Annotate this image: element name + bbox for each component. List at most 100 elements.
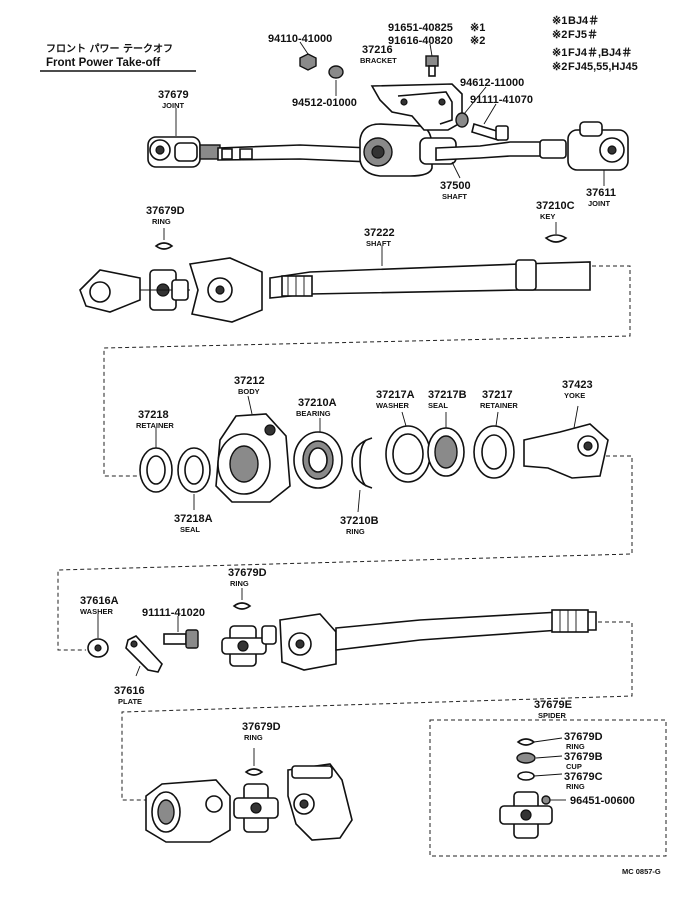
applicability-mark-1: ※1: [552, 15, 567, 27]
label-37679D-d-name: RING: [566, 742, 585, 751]
label-37616A: 37616A: [80, 595, 119, 607]
connection-line-2: [57, 455, 633, 651]
mark-91616-40820: ※2: [470, 35, 485, 47]
spider-assembly-drawing: [499, 791, 553, 839]
yoke-left-drawing: [79, 269, 190, 313]
seal-37218A-drawing: [177, 447, 211, 493]
label-37216-name: BRACKET: [360, 56, 397, 65]
center-body-drawing: [359, 123, 457, 177]
mark-91651-40825: ※1: [470, 22, 485, 34]
key-37210C-drawing: [544, 234, 568, 243]
splined-yoke-drawing: [145, 779, 231, 843]
washer-37616A-drawing: [87, 638, 109, 658]
footer-code: MC 0857-G: [622, 867, 661, 876]
washer-94612-drawing: [455, 112, 469, 128]
label-37611: 37611: [586, 187, 616, 199]
label-37218A-name: SEAL: [180, 525, 200, 534]
applicability-text-4: FJ45,55,HJ45: [568, 61, 638, 73]
ring-37210B-drawing: [351, 437, 373, 489]
label-37616: 37616: [114, 685, 145, 697]
label-37218-name: RETAINER: [136, 421, 174, 430]
label-37218A: 37218A: [174, 513, 213, 525]
second-shaft-section: 37616A WASHER 91111-41020 37616 PLATE 37…: [80, 567, 597, 706]
shaft-37222-section: 37679D RING 37222 SHAFT 37210C KEY: [79, 200, 591, 323]
body-bearing-section: 37218 RETAINER 37218A SEAL 37212 BODY 37…: [136, 375, 609, 536]
title-japanese: フロント パワー テークオフ: [46, 43, 173, 55]
label-37212: 37212: [234, 375, 265, 387]
label-37679B: 37679B: [564, 751, 603, 763]
yoke-37423-drawing: [523, 423, 609, 479]
ring-37679D-drawing-a: [154, 242, 174, 250]
label-37217A-name: WASHER: [376, 401, 410, 410]
cup-37679B-drawing: [516, 752, 536, 764]
shaft-assembly-drawing: [217, 144, 373, 163]
assembly-overview: 94110-41000 37216 BRACKET 91651-40825 ※1…: [147, 22, 629, 208]
ring-37679D-drawing-c: [244, 768, 264, 776]
label-37210B: 37210B: [340, 515, 379, 527]
universal-joint-section: 37679D RING: [145, 721, 353, 843]
label-37679D-b: 37679D: [228, 567, 267, 579]
applicability-text-3: FJ4＃,BJ4＃: [568, 46, 632, 59]
label-37679E-name: SPIDER: [538, 711, 567, 720]
label-37679D-d: 37679D: [564, 731, 603, 743]
label-37611-name: JOINT: [588, 199, 611, 208]
bolt-91111-41020-drawing: [163, 629, 199, 649]
applicability-mark-4: ※2: [552, 61, 567, 73]
applicability-text-2: FJ5＃: [568, 28, 598, 41]
label-96451-00600: 96451-00600: [570, 795, 635, 807]
bracket-37216-drawing: [370, 83, 463, 131]
label-91616-40820: 91616-40820: [388, 35, 453, 47]
label-37217A: 37217A: [376, 389, 415, 401]
joint-37611-drawing: [567, 121, 629, 171]
label-91111-41070: 91111-41070: [470, 94, 533, 106]
label-37616A-name: WASHER: [80, 607, 114, 616]
bearing-37210A-drawing: [293, 431, 343, 489]
retainer-37217-drawing: [473, 425, 515, 479]
label-37210B-name: RING: [346, 527, 365, 536]
label-37217: 37217: [482, 389, 513, 401]
diagram-title: フロント パワー テークオフ Front Power Take-off: [40, 43, 196, 72]
label-37217B-name: SEAL: [428, 401, 448, 410]
bolt-91111-41070-drawing: [471, 122, 509, 142]
plate-37616-drawing: [125, 635, 163, 673]
label-37222: 37222: [364, 227, 395, 239]
title-english: Front Power Take-off: [46, 57, 160, 69]
label-37679E: 37679E: [534, 699, 572, 711]
ring-37679D-drawing-b: [232, 602, 252, 610]
label-37210A-name: BEARING: [296, 409, 331, 418]
label-37679C: 37679C: [564, 771, 603, 783]
shaft-37222-drawing: [269, 259, 591, 299]
label-37210C-name: KEY: [540, 212, 555, 221]
connection-line-3: [121, 621, 633, 801]
label-94612-11000: 94612-11000: [460, 77, 524, 89]
label-91651-40825: 91651-40825: [388, 22, 453, 34]
retainer-37218-drawing: [139, 447, 173, 493]
label-37222-name: SHAFT: [366, 239, 391, 248]
ring-37679C-drawing: [517, 771, 535, 781]
yoke-shaft-drawing: [279, 609, 597, 671]
nut-94110-drawing: [299, 53, 317, 71]
label-37500: 37500: [440, 180, 471, 192]
spider-kit-box: 37679E SPIDER 37679D RING 37679B CUP 376…: [429, 699, 667, 857]
label-37217B: 37217B: [428, 389, 467, 401]
label-37210C: 37210C: [536, 200, 575, 212]
connection-line-1: [103, 265, 631, 477]
bolt-91651-drawing: [425, 55, 439, 77]
label-37423-name: YOKE: [564, 391, 585, 400]
washer-94512-drawing: [328, 65, 344, 79]
applicability-mark-3: ※1: [552, 47, 567, 59]
label-37679D-b-name: RING: [230, 579, 249, 588]
joint-37679-drawing: [147, 136, 221, 168]
label-37218: 37218: [138, 409, 169, 421]
label-37423: 37423: [562, 379, 593, 391]
label-37679D-c-name: RING: [244, 733, 263, 742]
shaft-37500-drawing: [435, 139, 567, 161]
body-37212-drawing: [215, 413, 291, 503]
spider-cross-drawing: [233, 783, 279, 833]
cross-joint-drawing: [221, 625, 277, 667]
label-94512-01000: 94512-01000: [292, 97, 357, 109]
label-37679C-name: RING: [566, 782, 585, 791]
label-91111-41020: 91111-41020: [142, 607, 205, 619]
label-37500-name: SHAFT: [442, 192, 467, 201]
